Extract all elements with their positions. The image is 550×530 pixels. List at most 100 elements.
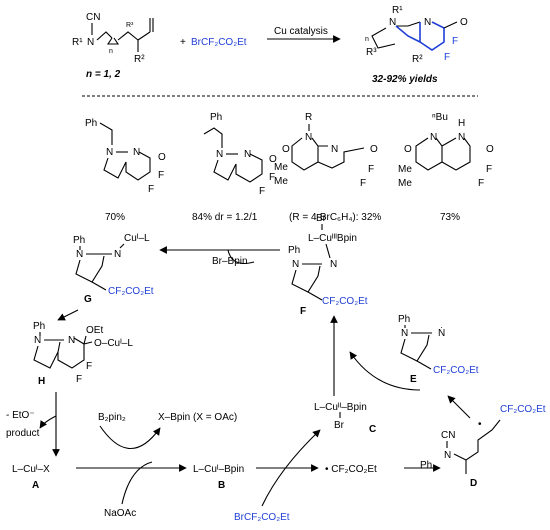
e-n: N: [401, 328, 408, 339]
ex3-yield: (R = 4-BrC₆H₄): 32%: [289, 212, 381, 223]
h-f1: F: [86, 361, 92, 372]
ex1-yield: 70%: [105, 212, 125, 223]
e-label: E: [410, 374, 417, 385]
example-2: Ph N N O F F 84% dr = 1.2/1: [192, 112, 277, 223]
radical-label: • CF₂CO₂Et: [325, 464, 377, 475]
intermediate-g: Ph N N Cuᴵ–L CF₂CO₂Et G: [73, 233, 154, 305]
intermediate-f: Br L–CuᴵᴵᴵBpin Ph N N CF₂CO₂Et F: [288, 213, 368, 317]
f-label: F: [300, 306, 306, 317]
sm-cn-label: CN: [86, 12, 100, 23]
h-ocu: O–Cuᴵ–L: [94, 338, 133, 349]
arrow-b2pin2-exchange: [99, 425, 161, 450]
d-label: D: [470, 478, 477, 489]
ex2-f2: F: [259, 186, 265, 197]
ex3-n2: N: [331, 144, 338, 155]
ex2-f1: F: [269, 172, 275, 183]
g-n: N: [76, 249, 83, 260]
eto-label: - EtO⁻: [6, 410, 35, 421]
c-label: C: [369, 424, 376, 435]
reagent-top: BrCF₂CO₂Et: [191, 37, 247, 48]
g-ph: Ph: [73, 235, 85, 246]
arrow-g-to-h: [57, 309, 79, 321]
h-ph: Ph: [33, 321, 45, 332]
ex4-n2: N: [458, 132, 465, 143]
f-ph: Ph: [288, 245, 300, 256]
ex4-f1: F: [486, 164, 492, 175]
ex4-me2: Me: [398, 178, 412, 189]
intermediate-a: L–Cuᴵ–X A: [12, 464, 50, 491]
ex1-f2: F: [148, 184, 154, 195]
f-chain: CF₂CO₂Et: [322, 296, 368, 307]
g-chain: CF₂CO₂Et: [108, 286, 154, 297]
ex4-n: N: [430, 132, 437, 143]
intermediate-b: L–Cuᴵ–Bpin B: [193, 464, 244, 491]
yields-label: 32-92% yields: [372, 74, 438, 85]
prod-f2-label: F: [444, 52, 450, 63]
ex4-yield: 73%: [440, 212, 460, 223]
intermediate-d: CN N Ph • CF₂CO₂Et D: [420, 404, 546, 489]
h-f2: F: [76, 374, 82, 385]
arrow-e-to-f: [349, 351, 421, 391]
arrow-d-to-e: [447, 395, 471, 419]
b2pin2-label: B₂pin₂: [98, 412, 126, 423]
top-product: R¹ N N O R³ n R² F F: [365, 5, 468, 65]
n-note: n = 1, 2: [86, 69, 121, 80]
example-1: Ph N N O F F 70%: [85, 118, 166, 223]
a-label: A: [32, 480, 39, 491]
ex4-o1: O: [404, 144, 412, 155]
ex2-yield: 84% dr = 1.2/1: [192, 212, 258, 223]
h-label: H: [38, 376, 45, 387]
prod-f1-label: F: [452, 36, 458, 47]
intermediate-e: Ph N Ṅ CF₂CO₂Et E: [398, 314, 479, 385]
prod-n2-label: N: [424, 17, 431, 28]
a-text: L–Cuᴵ–X: [12, 464, 50, 475]
intermediate-c: L–Cuᴵᴵ–Bpin Br C: [314, 402, 376, 435]
ex3-f2: F: [360, 178, 366, 189]
ex1-f1: F: [158, 170, 164, 181]
e-chain: CF₂CO₂Et: [433, 365, 479, 376]
prod-o-label: O: [460, 17, 468, 28]
prod-n-subscript: n: [365, 36, 369, 43]
h-n2: N: [68, 335, 75, 346]
starting-material: CN R¹ N n R³ R² n = 1, 2: [72, 12, 154, 80]
ex1-o: O: [158, 152, 166, 163]
ex1-ph: Ph: [85, 118, 97, 129]
ex4-o2: O: [486, 144, 494, 155]
ex3-r: R: [305, 112, 312, 123]
d-dot: •: [478, 419, 482, 430]
f-cu: L–CuᴵᴵᴵBpin: [308, 233, 357, 244]
f-n2: N: [330, 259, 337, 270]
g-cu: Cuᴵ–L: [124, 233, 150, 244]
reagent-mech: BrCF₂CO₂Et: [234, 512, 290, 523]
arrow-product-release: [39, 415, 57, 429]
d-chain: CF₂CO₂Et: [500, 404, 546, 415]
sm-n-label: N: [87, 37, 94, 48]
ex4-f2: F: [478, 178, 484, 189]
naoac-label: NaOAc: [104, 508, 136, 519]
product-label: product: [6, 428, 40, 439]
ex4-h: H: [458, 118, 465, 129]
example-4: ⁿBu N H N O O Me Me F F 73%: [398, 112, 494, 223]
ex2-n: N: [216, 149, 223, 160]
ex3-o2: O: [370, 144, 378, 155]
sm-r1-label: R¹: [72, 37, 83, 48]
example-3: R N N O O Me Me F F (R = 4-BrC₆H₄): 32%: [274, 112, 381, 223]
b-text: L–Cuᴵ–Bpin: [193, 464, 244, 475]
prod-r3-label: R³: [366, 47, 377, 58]
sm-n-subscript: n: [109, 48, 113, 55]
g-label: G: [84, 294, 92, 305]
c-br: Br: [334, 420, 345, 431]
ex3-o1: O: [282, 144, 290, 155]
ex4-me1: Me: [398, 164, 412, 175]
arrow-reagent-to-c: [261, 429, 321, 507]
ex2-ph: Ph: [210, 112, 222, 123]
c-cu: L–Cuᴵᴵ–Bpin: [314, 402, 367, 413]
ex3-me2: Me: [274, 176, 288, 187]
ex2-n2: N: [244, 149, 251, 160]
h-n: N: [34, 335, 41, 346]
ex1-n: N: [106, 147, 113, 158]
arrow-brbpin-release: [227, 249, 255, 265]
sm-r2-label: R²: [134, 54, 145, 65]
ex4-nbu: ⁿBu: [432, 112, 448, 123]
